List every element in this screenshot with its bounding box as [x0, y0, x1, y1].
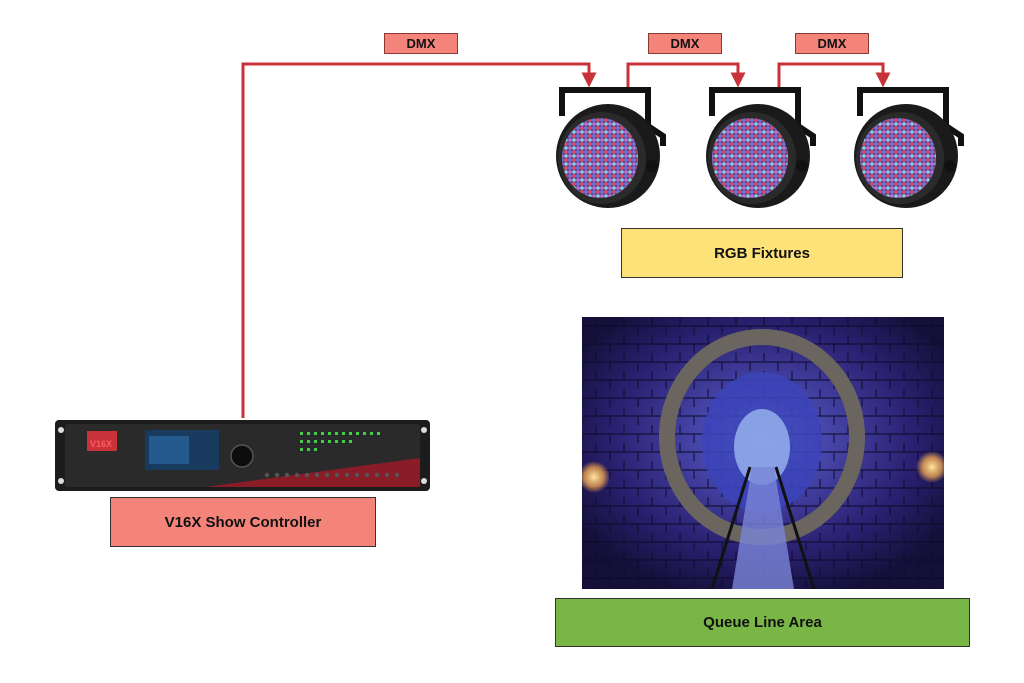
- v16x-show-controller-label: V16X Show Controller: [110, 497, 376, 547]
- queue-line-area-label: Queue Line Area: [555, 598, 970, 647]
- queue-line-photo: [582, 317, 944, 589]
- dmx-tag-1: DMX: [384, 33, 458, 54]
- dmx-line-controller-to-fixture-1: [241, 62, 597, 418]
- jog-wheel: [230, 444, 254, 468]
- status-leds: [300, 432, 380, 451]
- dmx-tag-3: DMX: [795, 33, 869, 54]
- rgb-par-fixture-1: [556, 87, 666, 208]
- dmx-line-fixture-1-to-fixture-2: [626, 62, 746, 90]
- dmx-line-fixture-2-to-fixture-3: [777, 62, 891, 90]
- dmx-tag-2: DMX: [648, 33, 722, 54]
- v16x-controller-device: V16X: [55, 420, 430, 491]
- rgb-par-fixture-2: [706, 87, 816, 208]
- rgb-par-fixture-3: [854, 87, 964, 208]
- model-name-text: V16X: [90, 439, 112, 449]
- brand-logo: [87, 431, 117, 451]
- front-buttons: [264, 472, 400, 478]
- rgb-fixtures-label: RGB Fixtures: [621, 228, 903, 278]
